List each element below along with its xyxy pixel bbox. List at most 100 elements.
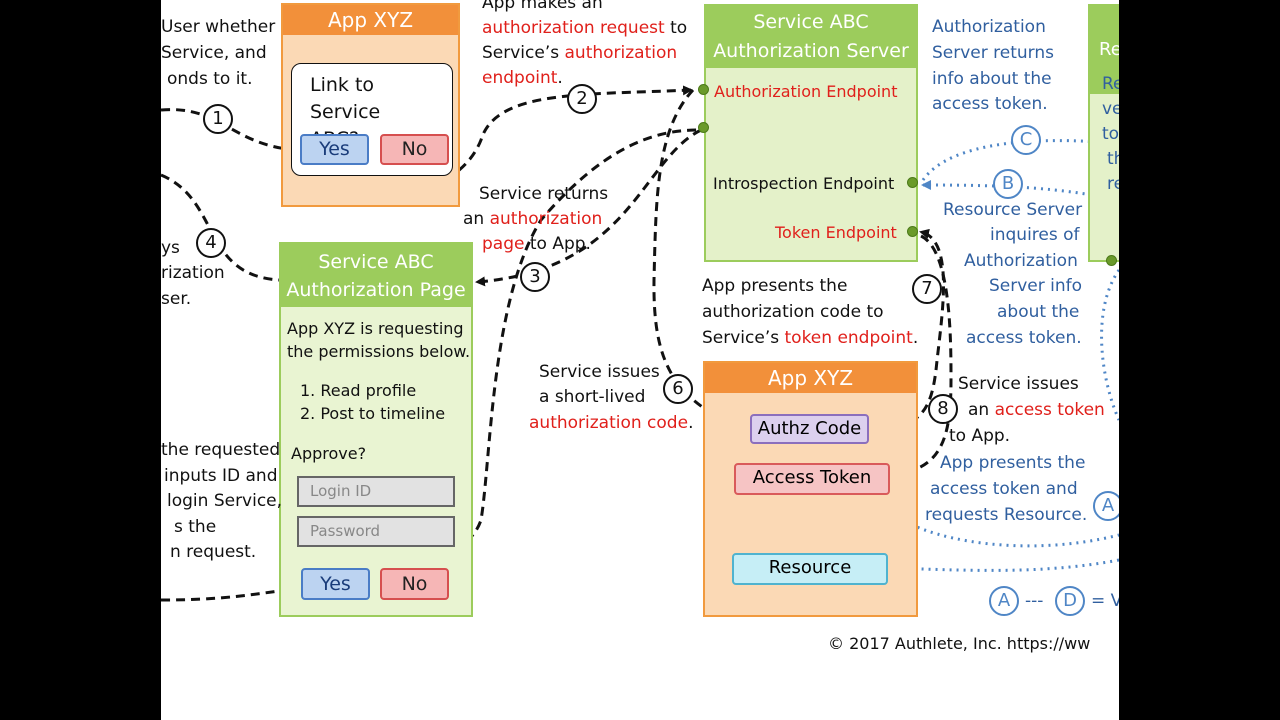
resource-server-body-3: to [1102,124,1119,144]
step-B-circle: B [993,169,1023,199]
legend-A-circle: A [989,586,1019,616]
authz-code-pill: Authz Code [750,414,869,444]
auth-page-intro: App XYZ is requesting the permissions be… [287,319,471,361]
diagram-canvas: App XYZ Link to Service ABC? Yes No Serv… [161,0,1119,720]
step3-red-2: page [482,234,525,254]
step2-red-2: authorization [564,43,678,63]
resource-server-body-5: re [1107,174,1119,194]
step2-red-3: endpoint [482,68,558,88]
copyright-text: © 2017 Authlete, Inc. https://ww [828,634,1091,653]
step2-plain-3: Service’s [482,43,565,63]
approve-label: Approve? [291,444,367,463]
stepB-line-5: about the [997,302,1080,322]
step7-red-1: token endpoint [784,328,913,348]
auth-page-box: Service ABC Authorization Page App XYZ i… [279,242,473,617]
step-4-circle: 4 [196,228,226,258]
authz-endpoint-port [698,84,709,95]
resource-server-body-4: th [1107,149,1119,169]
step6-line-3: authorization code. [529,411,693,437]
stepB-line-6: access token. [966,328,1082,348]
link-dialog: Link to Service ABC? Yes No [291,63,453,176]
resource-server-body-1: Re [1102,74,1119,94]
step2-red-1: authorization request [482,18,665,38]
auth-page-title: Service ABC Authorization Page [281,244,471,307]
auth-server-title: Service ABC Authorization Server [706,6,916,68]
bottom-left-text-2: inputs ID and [164,466,278,486]
step-3-circle: 3 [520,262,550,292]
arrow-step-7 [866,228,945,432]
link-yes-button[interactable]: Yes [300,134,369,165]
step3-plain-2: an [463,209,490,229]
top-left-text-2: Service, and [161,43,267,63]
app-xyz-bottom-box: App XYZ Authz Code Access Token Resource [703,361,918,617]
arrow-step-5 [161,128,698,602]
step7-line-3: Service’s token endpoint. [702,326,918,352]
arrow-step-B-side [1100,269,1119,421]
stepA-line-3: requests Resource. [925,505,1088,525]
stepB-line-1: Resource Server [943,200,1083,220]
step-8-circle: 8 [928,394,958,424]
link-no-button[interactable]: No [380,134,449,165]
legend-D-circle: D [1055,586,1085,616]
token-endpoint-label: Token Endpoint [775,223,897,242]
permission-2: 2. Post to timeline [300,404,446,423]
mid-left-text-1: ys [161,238,180,258]
resource-server-port [1106,255,1117,266]
stepC-line-1: Authorization [932,17,1046,37]
step2-plain-2: to [664,18,688,38]
step8-red-1: access token [994,400,1105,420]
step8-line-2: an access token [968,398,1105,424]
top-left-text-1: User whether [161,17,276,37]
password-input[interactable]: Password [297,516,455,547]
arrow-step-A-resource [889,558,1119,574]
step2-line-4: endpoint. [482,66,563,92]
approve-yes-button[interactable]: Yes [301,568,370,600]
step3-red-1: authorization [489,209,603,229]
step7-line-1: App presents the [702,276,848,296]
step-1-circle: 1 [203,104,233,134]
permission-1: 1. Read profile [300,381,417,400]
legend-dash: --- [1025,591,1044,611]
app-xyz-top-title: App XYZ [283,5,458,35]
step8-line-3: to App. [949,426,1011,446]
step3-line-1: Service returns [479,184,609,204]
top-left-text-3: onds to it. [167,69,253,89]
stepB-line-4: Server info [989,276,1083,296]
stepC-line-2: Server returns [932,43,1054,63]
step6-red-1: authorization code [529,413,689,433]
app-xyz-bottom-title: App XYZ [705,363,916,393]
step3-line-2: an authorization [463,207,602,233]
step8-plain-2: an [968,400,995,420]
step6-plain-3: . [688,413,694,433]
stepB-line-2: inquires of [990,225,1080,245]
resource-server-title: Re [1090,6,1119,94]
step7-line-2: authorization code to [702,302,884,322]
step3-line-3: page to App. [482,232,591,258]
step2-line-3: Service’s authorization [482,41,677,67]
authz-endpoint-port-2 [698,122,709,133]
auth-server-box: Service ABC Authorization Server Authori… [704,4,918,262]
step8-line-1: Service issues [958,374,1079,394]
legend-eq: = V [1091,591,1119,611]
stepA-line-1: App presents the [940,453,1086,473]
step7-plain-4: . [912,328,919,348]
mid-left-text-3: ser. [161,289,192,309]
approve-no-button[interactable]: No [380,568,449,600]
arrow-step-8 [889,234,953,480]
step2-line-1: App makes an [482,0,603,13]
stepB-line-3: Authorization [964,251,1078,271]
step-7-circle: 7 [912,274,942,304]
bottom-left-text-3: login Service, [167,491,283,511]
step2-line-2: authorization request to [482,16,687,42]
introspection-port [907,177,918,188]
step-A-circle: A [1093,491,1119,521]
token-port [907,226,918,237]
step7-plain-3: Service’s [702,328,785,348]
resource-server-body-2: ve [1102,99,1119,119]
bottom-left-text-1: the requested [161,440,281,460]
login-id-input[interactable]: Login ID [297,476,455,507]
bottom-left-text-4: s the [174,517,217,537]
arrow-step-6 [652,88,748,432]
stepC-line-3: info about the [932,69,1052,89]
app-xyz-top-box: App XYZ Link to Service ABC? Yes No [281,3,460,207]
